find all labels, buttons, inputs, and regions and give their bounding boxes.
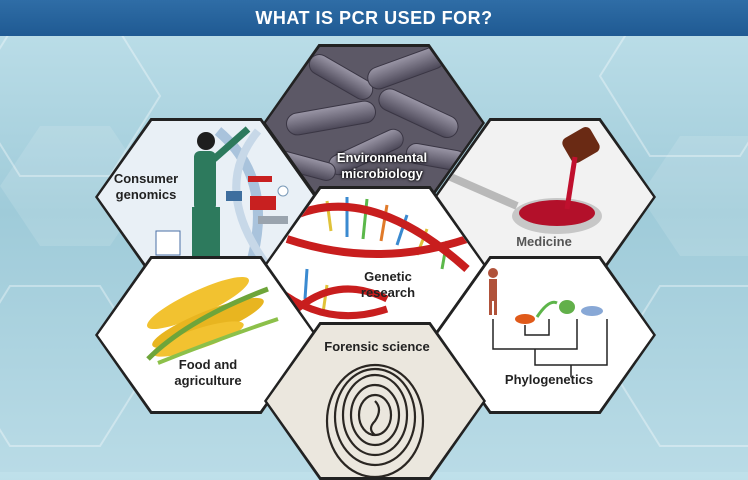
tile-forensic-science: Forensic science — [264, 322, 486, 480]
tile-label: genomics — [115, 187, 177, 202]
tile-environmental-microbiology: Environmental microbiology — [263, 44, 485, 202]
tile-label: Environmental — [336, 150, 428, 165]
page-title: WHAT IS PCR USED FOR? — [255, 7, 493, 28]
tile-label: agriculture — [174, 373, 242, 388]
tile-label: Phylogenetics — [504, 372, 594, 387]
tile-phylogenetics: Phylogenetics — [434, 256, 656, 414]
tile-medicine: Medicine — [434, 118, 656, 276]
tile-label: Food and — [178, 357, 238, 372]
header-bar: WHAT IS PCR USED FOR? — [0, 0, 748, 36]
fingerprint-image — [267, 325, 483, 477]
tile-label: microbiology — [341, 166, 423, 181]
tile-label: Genetic — [364, 269, 412, 284]
tile-label: Consumer — [113, 171, 179, 186]
tile-label: research — [360, 285, 416, 300]
tile-label: Forensic science — [324, 339, 430, 354]
tile-label: Medicine — [516, 234, 572, 249]
